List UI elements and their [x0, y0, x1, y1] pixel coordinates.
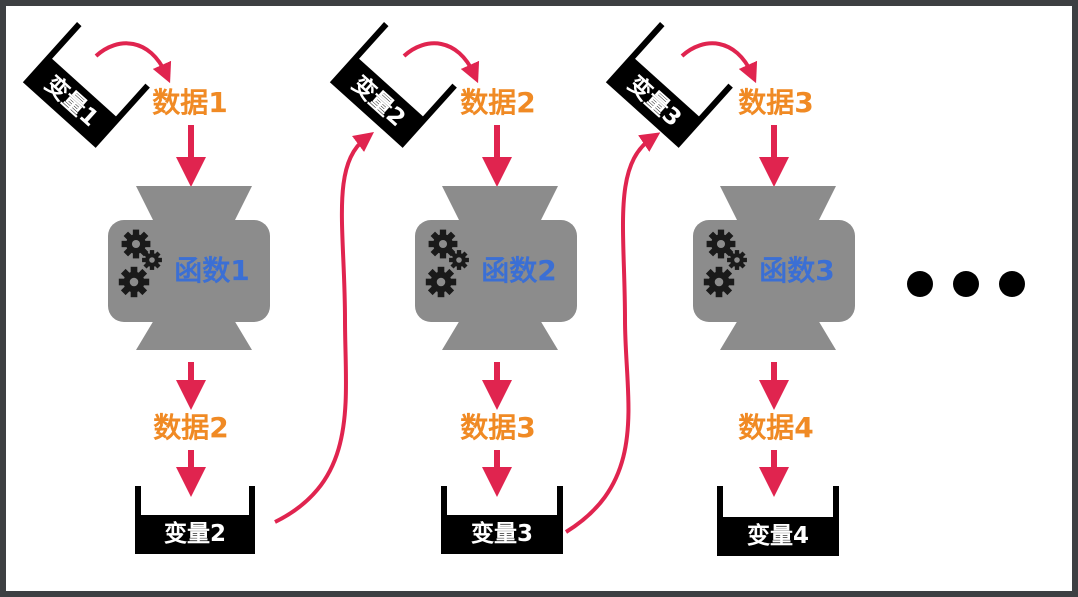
stage-2: 变量2 数据2 函数2 数据3 变量3 [329, 22, 577, 554]
transfer-arrow-2 [564, 132, 661, 534]
output-container-1: 变量2 [135, 486, 255, 554]
pour-arrow-3 [680, 41, 758, 84]
output-var-label-2: 变量3 [471, 520, 533, 547]
pour-arrow-2 [402, 41, 480, 84]
input-data-label-2: 数据2 [460, 86, 535, 119]
function-label-3: 函数3 [759, 254, 834, 287]
ellipsis-dots [907, 271, 1025, 297]
function-label-2: 函数2 [481, 254, 556, 287]
output-var-label-3: 变量4 [747, 522, 809, 549]
pour-arrow-1 [94, 41, 172, 84]
transfer-arrow-1 [274, 131, 374, 524]
output-data-label-1: 数据2 [153, 411, 228, 444]
input-data-label-3: 数据3 [738, 86, 813, 119]
stage-1: 变量1 数据1 函数1 数据2 变量2 [22, 22, 270, 554]
output-container-2: 变量3 [441, 486, 563, 554]
output-data-label-2: 数据3 [460, 411, 535, 444]
function-label-1: 函数1 [174, 254, 249, 287]
input-data-label-1: 数据1 [152, 86, 227, 119]
function-machine-2: 函数2 [415, 186, 577, 350]
stage-3: 变量3 数据3 函数3 数据4 变量4 [605, 22, 855, 556]
function-machine-3: 函数3 [693, 186, 855, 350]
output-container-3: 变量4 [717, 486, 839, 556]
output-data-label-3: 数据4 [738, 411, 813, 444]
output-var-label-1: 变量2 [164, 520, 226, 547]
function-machine-1: 函数1 [108, 186, 270, 350]
